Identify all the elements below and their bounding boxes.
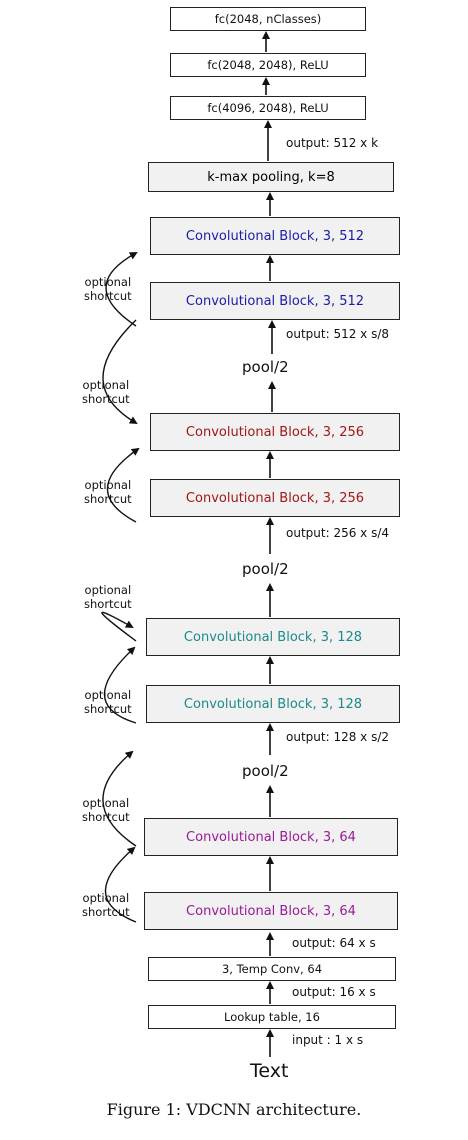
conv-block-64-b: Convolutional Block, 3, 64 — [144, 818, 398, 856]
optional-shortcut-line: optional — [82, 796, 130, 810]
text-input-label: Text — [250, 1060, 289, 1082]
shortcut-curve-1 — [105, 252, 138, 327]
pool-label-2: pool/2 — [242, 560, 289, 578]
optional-shortcut-line: optional — [82, 378, 130, 392]
fc-hidden-layer-1: fc(4096, 2048), ReLU — [170, 96, 366, 120]
optional-shortcut-line: optional — [82, 891, 130, 905]
conv-block-64-a: Convolutional Block, 3, 64 — [144, 892, 398, 930]
optional-shortcut-line: optional — [84, 688, 132, 702]
input-label: input : 1 x s — [292, 1033, 364, 1047]
fc-hidden-layer-2: fc(2048, 2048), ReLU — [170, 53, 366, 77]
output-label-16: output: 16 x s — [292, 985, 376, 999]
kmax-pooling-layer: k-max pooling, k=8 — [148, 162, 394, 192]
output-label-kmax: output: 512 x k — [286, 136, 379, 150]
optional-shortcut-line: optional — [84, 583, 132, 597]
output-label-128: output: 128 x s/2 — [286, 730, 390, 744]
pool-label-3: pool/2 — [242, 762, 289, 780]
conv-block-512-a: Convolutional Block, 3, 512 — [150, 282, 400, 320]
optional-shortcut-line: shortcut — [84, 597, 132, 612]
conv-block-256-b: Convolutional Block, 3, 256 — [150, 413, 400, 451]
lookup-table-layer: Lookup table, 16 — [148, 1005, 396, 1029]
shortcut-curve-4 — [101, 611, 137, 642]
conv-block-512-b: Convolutional Block, 3, 512 — [150, 217, 400, 255]
shortcut-curve-2 — [102, 319, 138, 425]
optional-shortcut-line: shortcut — [84, 492, 132, 507]
optional-shortcut-line: shortcut — [82, 392, 130, 407]
conv-block-256-a: Convolutional Block, 3, 256 — [150, 479, 400, 517]
optional-shortcut-line: shortcut — [84, 702, 132, 717]
shortcut-curve-5 — [103, 646, 137, 724]
optional-shortcut-line: shortcut — [84, 289, 132, 304]
shortcut-curve-6 — [102, 750, 137, 847]
optional-shortcut-line: optional — [84, 478, 132, 492]
shortcut-curve-7 — [104, 846, 137, 923]
conv-block-128-a: Convolutional Block, 3, 128 — [146, 685, 400, 723]
optional-shortcut-line: shortcut — [82, 810, 130, 825]
output-label-512: output: 512 x s/8 — [286, 327, 390, 341]
optional-shortcut-line: shortcut — [82, 905, 130, 920]
output-label-64: output: 64 x s — [292, 936, 376, 950]
temp-conv-layer: 3, Temp Conv, 64 — [148, 957, 396, 981]
fc-output-layer: fc(2048, nClasses) — [170, 7, 366, 31]
figure-caption: Figure 1: VDCNN architecture. — [106, 1100, 362, 1119]
conv-block-128-b: Convolutional Block, 3, 128 — [146, 618, 400, 656]
pool-label-1: pool/2 — [242, 358, 289, 376]
optional-shortcut-line: optional — [84, 275, 132, 289]
output-label-256: output: 256 x s/4 — [286, 526, 390, 540]
shortcut-curve-3 — [106, 447, 140, 523]
